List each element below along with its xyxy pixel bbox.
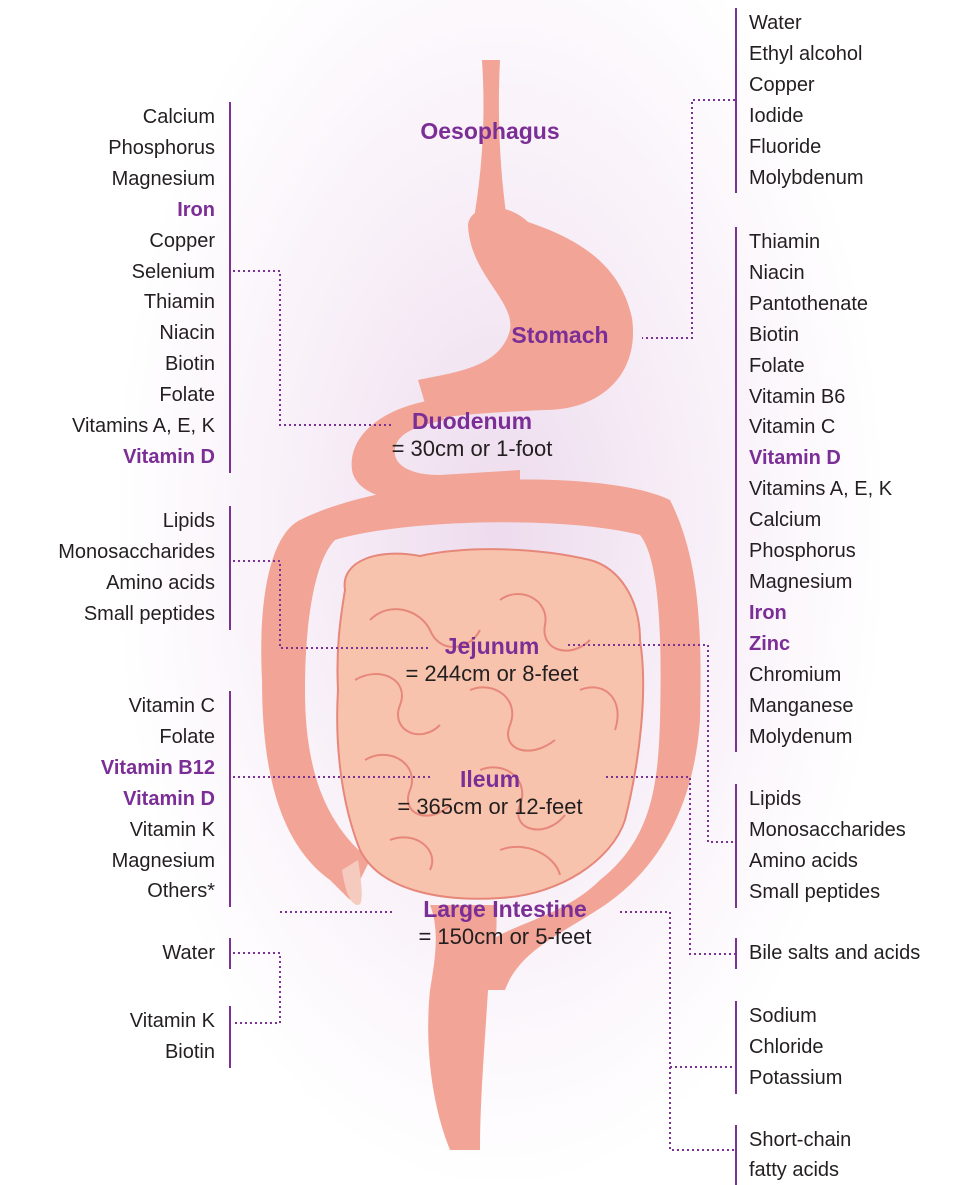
oesophagus-name: Oesophagus — [390, 117, 590, 145]
nutrient-item: Biotin — [130, 1037, 215, 1068]
nutrient-item: Biotin — [749, 320, 892, 351]
nutrient-item: Calcium — [72, 102, 215, 133]
nutrient-item: Iodide — [749, 101, 864, 132]
duodenum-label: Duodenum = 30cm or 1-foot — [352, 407, 592, 463]
nutrient-item: Magnesium — [101, 846, 215, 877]
large-intestine-length: = 150cm or 5-feet — [385, 923, 625, 951]
nutrient-item: Iron — [72, 195, 215, 226]
nutrient-item: Manganese — [749, 691, 892, 722]
nutrient-item: Vitamin D — [749, 443, 892, 474]
nutrient-item: Selenium — [72, 257, 215, 288]
jejunum-name: Jejunum — [362, 632, 622, 660]
nutrient-item: Chromium — [749, 660, 892, 691]
nutrient-item: Water — [749, 8, 864, 39]
duodenum-length: = 30cm or 1-foot — [352, 435, 592, 463]
nutrient-item: Pantothenate — [749, 289, 892, 320]
ileum-label: Ileum = 365cm or 12-feet — [355, 765, 625, 821]
nutrient-item: Vitamin D — [101, 784, 215, 815]
stomach-label: Stomach — [490, 321, 630, 349]
nutrient-item: Folate — [101, 722, 215, 753]
nutrient-item: Lipids — [749, 784, 906, 815]
nutrient-item: Zinc — [749, 629, 892, 660]
nutrient-item: Magnesium — [749, 567, 892, 598]
nutrient-item: Ethyl alcohol — [749, 39, 864, 70]
large-intestine-water-list: Water — [162, 938, 231, 969]
jejunum-label: Jejunum = 244cm or 8-feet — [362, 632, 622, 688]
nutrient-item: Magnesium — [72, 164, 215, 195]
large-intestine-name: Large Intestine — [385, 895, 625, 923]
nutrient-item: Molybdenum — [749, 163, 864, 194]
nutrient-item: Vitamins A, E, K — [749, 474, 892, 505]
nutrient-item: Small peptides — [749, 877, 906, 908]
ileum-name: Ileum — [355, 765, 625, 793]
nutrient-item: Vitamin K — [130, 1006, 215, 1037]
nutrient-item: Fluoride — [749, 132, 864, 163]
nutrient-item: Niacin — [72, 318, 215, 349]
nutrient-item: Folate — [72, 380, 215, 411]
bile-list: Bile salts and acids — [735, 938, 920, 969]
nutrient-item: Potassium — [749, 1063, 842, 1094]
stomach-name: Stomach — [490, 321, 630, 349]
nutrient-item: Monosaccharides — [58, 537, 215, 568]
nutrient-item: Folate — [749, 351, 892, 382]
nutrient-item: Vitamin C — [749, 412, 892, 443]
nutrient-item: Bile salts and acids — [749, 938, 920, 969]
nutrient-item: Vitamin B6 — [749, 382, 892, 413]
nutrient-item: Water — [162, 938, 215, 969]
nutrient-item: Niacin — [749, 258, 892, 289]
nutrient-item: Thiamin — [72, 287, 215, 318]
nutrient-item: Biotin — [72, 349, 215, 380]
small-intestine-shape — [337, 549, 643, 899]
nutrient-item: Vitamin B12 — [101, 753, 215, 784]
ileum-length: = 365cm or 12-feet — [355, 793, 625, 821]
nutrient-item: Amino acids — [749, 846, 906, 877]
jejunum-length: = 244cm or 8-feet — [362, 660, 622, 688]
nutrient-item: Vitamins A, E, K — [72, 411, 215, 442]
nutrient-item: Calcium — [749, 505, 892, 536]
nutrient-item: Molydenum — [749, 722, 892, 753]
nutrient-item: Iron — [749, 598, 892, 629]
oesophagus-label: Oesophagus — [390, 117, 590, 145]
nutrient-item: Chloride — [749, 1032, 842, 1063]
nutrient-item: Copper — [72, 226, 215, 257]
nutrient-item: Short-chain — [749, 1125, 851, 1155]
nutrient-item: Sodium — [749, 1001, 842, 1032]
nutrient-item: Lipids — [58, 506, 215, 537]
nutrient-item: Others* — [101, 876, 215, 907]
nutrient-item: Vitamin D — [72, 442, 215, 473]
duodenum-name: Duodenum — [352, 407, 592, 435]
nutrient-item: Phosphorus — [72, 133, 215, 164]
nutrient-item: Vitamin C — [101, 691, 215, 722]
nutrient-item: Phosphorus — [749, 536, 892, 567]
nutrient-item: Thiamin — [749, 227, 892, 258]
nutrient-item: Amino acids — [58, 568, 215, 599]
nutrient-item: Copper — [749, 70, 864, 101]
large-intestine-label: Large Intestine = 150cm or 5-feet — [385, 895, 625, 951]
nutrient-item: fatty acids — [749, 1155, 851, 1185]
stomach-shape — [418, 208, 633, 420]
nutrient-item: Monosaccharides — [749, 815, 906, 846]
nutrient-item: Vitamin K — [101, 815, 215, 846]
nutrient-item: Small peptides — [58, 599, 215, 630]
